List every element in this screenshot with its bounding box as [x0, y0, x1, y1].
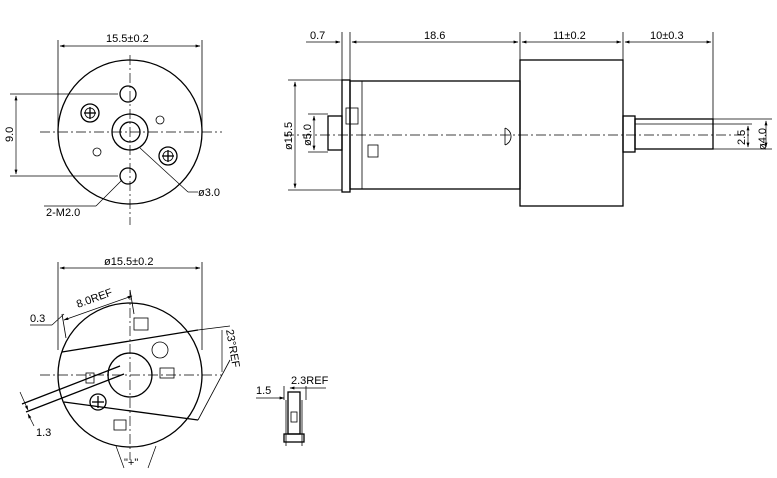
front-small-hole-left — [92, 147, 102, 157]
front-shaft-hole — [119, 121, 141, 143]
dim-side-gearbox: 11±0.2 — [553, 30, 586, 42]
rear-tab-right — [159, 367, 175, 379]
dim-side-flat: 2.5 — [736, 130, 748, 145]
dim-side-body: 18.6 — [424, 30, 445, 42]
rear-tab-top — [133, 317, 149, 331]
front-small-hole-right — [155, 115, 165, 125]
dim-side-diameter: ø15.5 — [283, 122, 295, 150]
dim-rear-thickness: 0.3 — [30, 313, 45, 325]
dim-front-screws: 2-M2.0 — [46, 207, 80, 219]
side-view: 0.7 18.6 11±0.2 10±0.3 ø15.5 ø5.0 2.5 ø4… — [283, 30, 772, 207]
plus-terminal-icon — [89, 393, 107, 411]
dim-side-boss: ø5.0 — [302, 124, 314, 146]
dim-side-shaft: 10±0.3 — [650, 30, 684, 42]
dim-detail-thickness: 1.5 — [256, 385, 271, 397]
screw-icon — [158, 146, 178, 166]
dim-rear-offset: 1.3 — [36, 427, 51, 439]
front-view: 15.5±0.2 9.0 ø3.0 2-M2.0 — [4, 33, 222, 225]
terminal-body — [287, 391, 301, 435]
rear-view: ø15.5±0.2 8.0REF 0.3 1.3 23°REF "+" — [19, 256, 242, 469]
side-flange — [341, 79, 351, 193]
dim-front-height: 9.0 — [4, 127, 16, 142]
polarity-label: "+" — [124, 457, 138, 469]
dim-detail-width: 2.3REF — [291, 375, 329, 387]
dim-rear-angle: 23°REF — [223, 328, 242, 368]
dim-rear-terminal-len: 8.0REF — [75, 287, 114, 311]
dim-front-diameter: 15.5±0.2 — [106, 33, 149, 45]
terminal-detail: 2.3REF 1.5 — [256, 375, 329, 446]
side-rear-boss — [327, 115, 343, 151]
front-hole-top — [119, 85, 137, 103]
front-hole-bottom — [119, 167, 137, 185]
screw-icon — [80, 103, 100, 123]
side-shaft-collar — [622, 115, 636, 153]
dim-front-hole: ø3.0 — [198, 187, 220, 199]
terminal-base — [283, 433, 305, 443]
rear-boss — [107, 352, 153, 398]
rear-tab-bottom — [113, 419, 127, 431]
dim-rear-diameter: ø15.5±0.2 — [104, 256, 153, 268]
dim-side-shaft-dia: ø4.0 — [757, 128, 769, 150]
side-shaft — [634, 118, 714, 150]
dim-side-flange: 0.7 — [310, 30, 325, 42]
front-boss — [111, 113, 149, 151]
rear-small-hole — [151, 341, 169, 359]
side-gearbox — [519, 59, 624, 207]
